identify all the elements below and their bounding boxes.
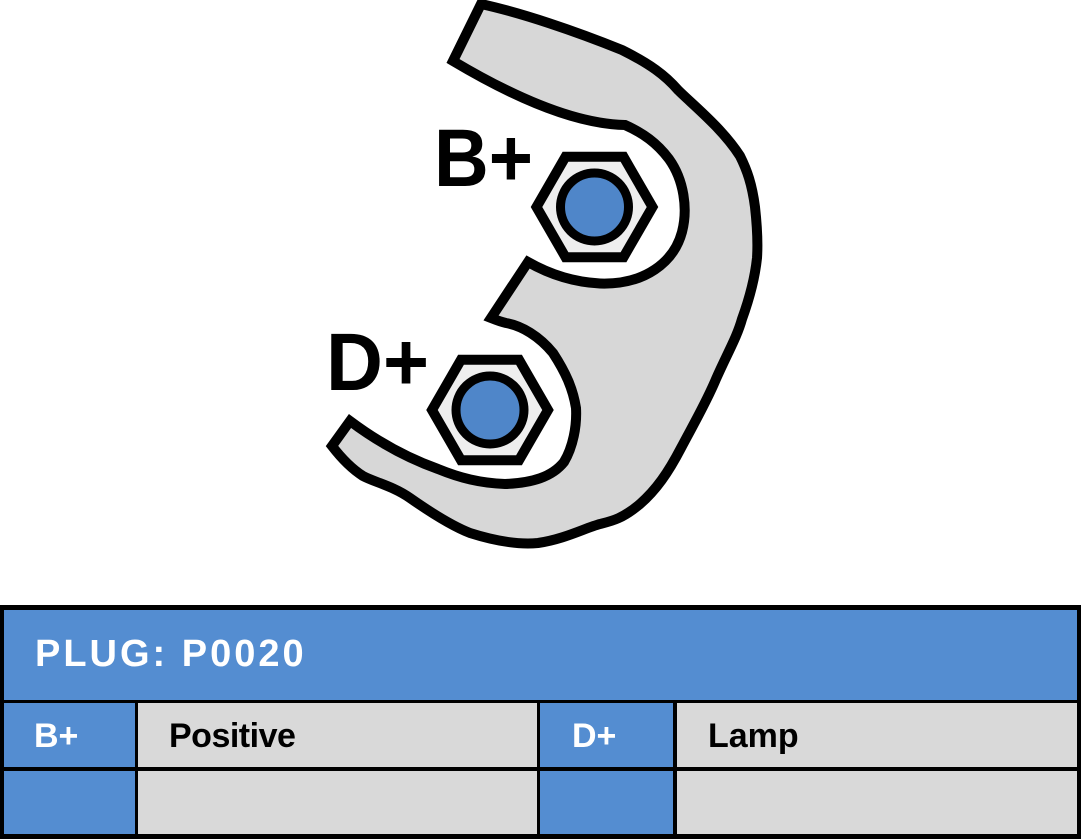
svg-text:D+: D+	[326, 317, 429, 408]
svg-text:B+: B+	[434, 113, 533, 204]
